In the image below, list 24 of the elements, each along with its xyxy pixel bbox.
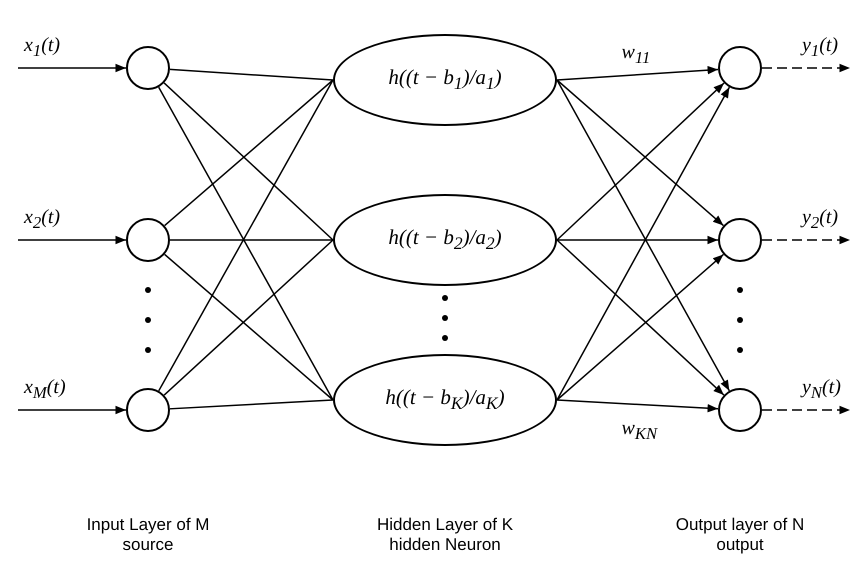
- layer-caption: Output layer of N output: [674, 515, 806, 556]
- neuron-circle: [718, 388, 762, 432]
- arrow: [557, 236, 718, 244]
- arrow: [18, 406, 126, 414]
- arrow: [556, 66, 718, 81]
- arrow: [18, 236, 126, 244]
- neuron-circle: [126, 46, 170, 90]
- arrow: [762, 236, 850, 244]
- arrow: [762, 64, 850, 72]
- activation-formula: h((t − b$_{1}$)/a$_{1}$): [388, 65, 502, 95]
- arrow: [556, 399, 718, 412]
- activation-formula: h((t − b$_{K}$)/a$_{K}$): [385, 385, 505, 415]
- activation-formula: h((t − b$_{2}$)/a$_{2}$): [388, 225, 502, 255]
- layer-caption: Hidden Layer of K hidden Neuron: [376, 515, 514, 556]
- connection-line: [170, 399, 334, 410]
- arrow: [762, 406, 850, 414]
- arrow: [18, 64, 126, 72]
- neuron-circle: [126, 388, 170, 432]
- neuron-circle: [126, 218, 170, 262]
- layer-caption: Input Layer of M source: [86, 515, 210, 556]
- neuron-circle: [718, 46, 762, 90]
- neuron-circle: [718, 218, 762, 262]
- connection-line: [170, 68, 334, 81]
- connection-line: [170, 239, 333, 241]
